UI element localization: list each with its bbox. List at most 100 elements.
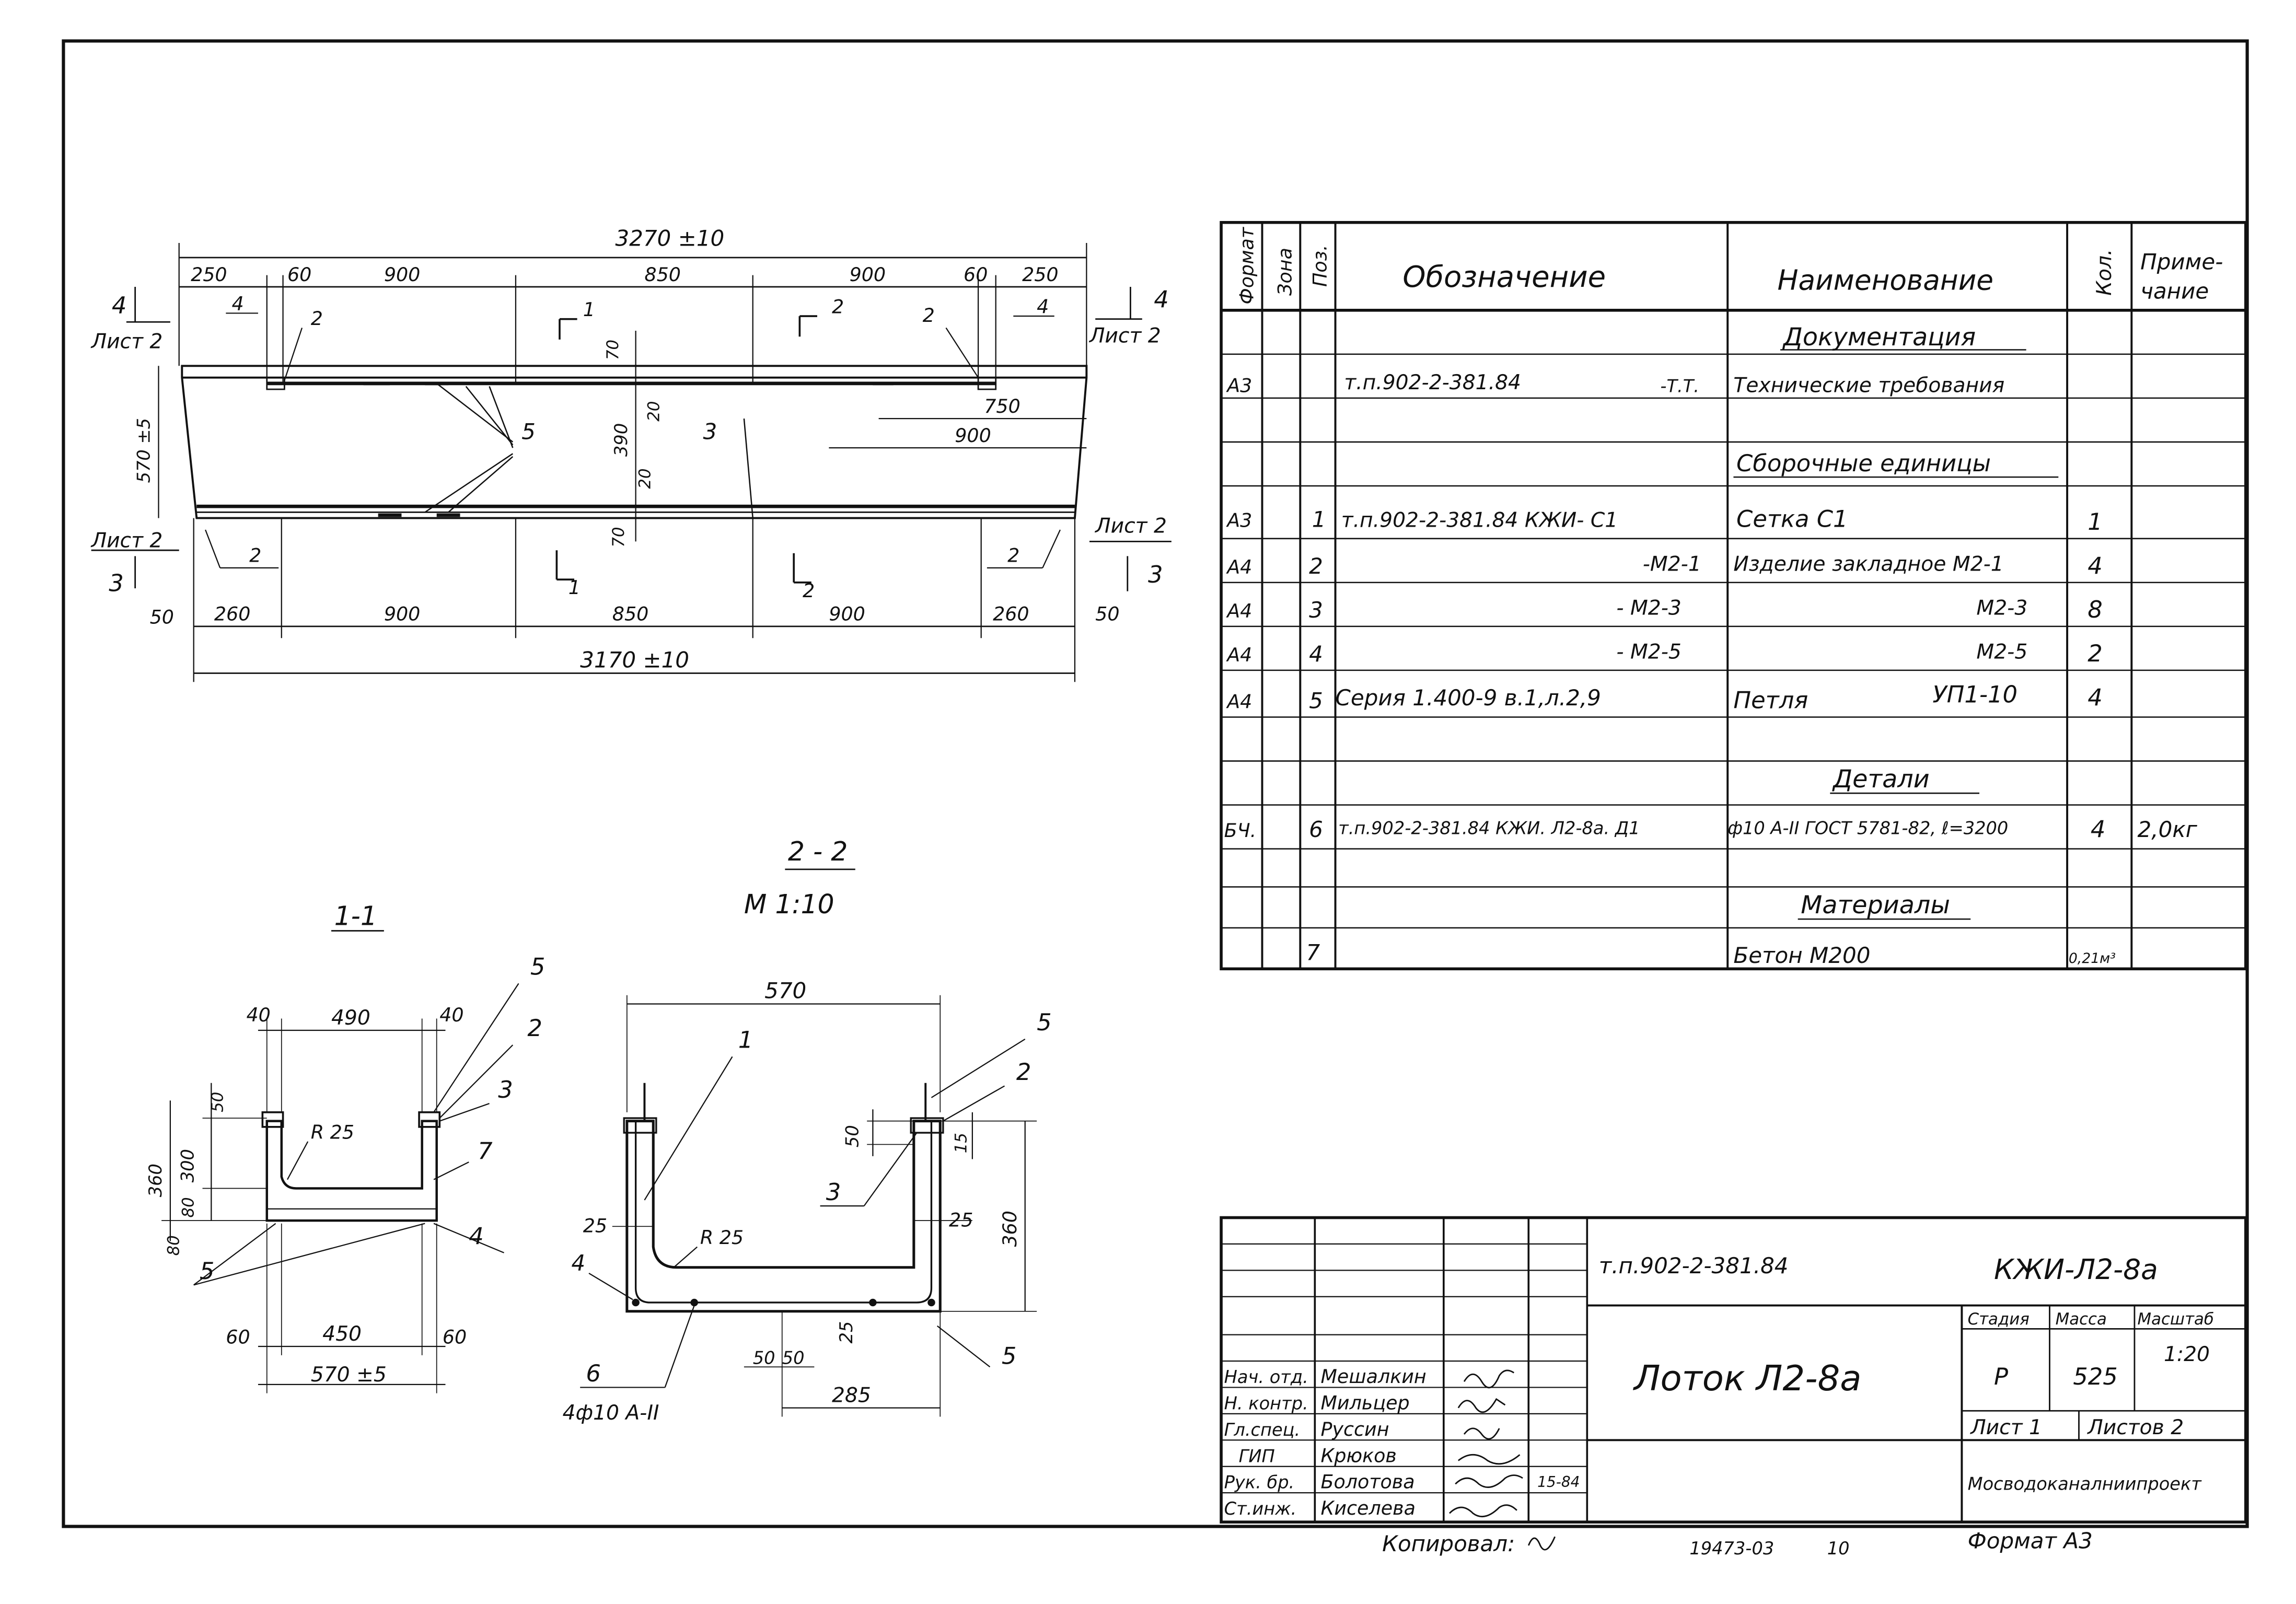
cut-2-top: 2 [832, 295, 844, 318]
sheet-ref-left-bottom: Лист 2 [90, 529, 163, 553]
section-details: Детали [1832, 765, 1930, 794]
row-6-designation: т.п.902-2-381.84 КЖИ. Л2-8а. Д1 [1338, 818, 1640, 839]
tb-mark: КЖИ-Л2-8а [1994, 1253, 2158, 1286]
dim-top-seg-5: 900 [850, 263, 886, 286]
section-materials: Материалы [1801, 891, 1950, 920]
tb-date-mark: 15-84 [1537, 1473, 1580, 1491]
leader-pos-2-left: 2 [311, 307, 323, 330]
s22-leader-4: 4 [571, 1250, 585, 1275]
dim-end-50-right: 50 [1095, 603, 1119, 625]
row-3-qty: 8 [2088, 596, 2103, 623]
s11-dim-40b: 40 [439, 1004, 463, 1026]
row-2-pos: 2 [1309, 553, 1323, 579]
row-2-designation: -М2-1 [1643, 552, 1701, 576]
dim-70-top: 70 [604, 340, 622, 360]
s22-leader-1: 1 [738, 1026, 753, 1054]
s22-leader-5b: 5 [1002, 1342, 1017, 1370]
row-1-pos: 1 [1312, 506, 1326, 532]
header-name: Наименование [1777, 264, 1993, 297]
s11-leader-7: 7 [478, 1137, 493, 1165]
tb-name-2: Мильцер [1321, 1391, 1410, 1414]
tb-role-5: Рук. бр. [1224, 1472, 1295, 1493]
tb-name-4: Крюков [1321, 1444, 1397, 1467]
s22-leader-3: 3 [826, 1178, 841, 1206]
leader-pos-4-left: 4 [232, 293, 244, 315]
leader-pos-3-plan: 3 [703, 419, 717, 444]
dim-390: 390 [611, 423, 631, 457]
section-2-2-title: 2 - 2 [788, 836, 848, 867]
dim-top-seg-1: 250 [191, 263, 227, 286]
row-4-designation: - М2-5 [1616, 640, 1681, 664]
dim-bottom-seg-1: 260 [214, 603, 251, 625]
plan-view: 3270 ±10 250 60 900 850 900 60 250 [90, 226, 1172, 682]
s22-dim-50a: 50 [753, 1348, 775, 1368]
leader-pos-2-bl: 2 [249, 544, 261, 567]
row-7-qty: 0,21м³ [2069, 950, 2116, 967]
sheet-ref-right-bottom: Лист 2 [1094, 515, 1167, 538]
s11-dim-490: 490 [331, 1006, 370, 1030]
s11-dim-80a: 80 [179, 1197, 198, 1217]
tb-scale: 1:20 [2164, 1343, 2210, 1366]
section-1-1-title: 1-1 [334, 900, 377, 931]
tb-role-4: ГИП [1239, 1446, 1275, 1466]
section-1-1-outline [265, 1120, 438, 1222]
dim-width-left: 570 ±5 [134, 418, 154, 483]
s22-dim-50b: 50 [782, 1348, 805, 1368]
s11-dim-50: 50 [208, 1092, 227, 1112]
dim-20-top: 20 [644, 401, 663, 422]
tb-role-3: Гл.спец. [1224, 1420, 1301, 1440]
row-4-pos: 4 [1309, 641, 1323, 667]
s11-leader-3: 3 [498, 1076, 513, 1103]
row-1-name: Сетка С1 [1736, 505, 1848, 532]
s22-dim-25a: 25 [583, 1215, 607, 1237]
spec-table: Формат Зона Поз. Обозначение Наименовани… [1220, 220, 2247, 971]
s11-dim-360: 360 [145, 1164, 166, 1197]
tb-sheet: Лист 1 [1969, 1416, 2042, 1439]
s11-dim-60b: 60 [443, 1326, 467, 1348]
header-zone: Зона [1274, 248, 1296, 296]
section-documentation: Документация [1782, 323, 1976, 352]
header-designation: Обозначение [1402, 260, 1606, 294]
s11-leader-5a: 5 [530, 953, 546, 981]
leader-pos-2-mid: 2 [923, 304, 935, 327]
tb-stage-label: Стадия [1968, 1310, 2030, 1329]
cut-2-bottom: 2 [803, 579, 815, 602]
dim-bottom-seg-2: 900 [384, 603, 421, 625]
tb-role-1: Нач. отд. [1224, 1367, 1308, 1387]
sheet-ref-left-top: Лист 2 [90, 330, 163, 354]
s22-leader-6-rebar: 4ф10 А-II [563, 1401, 659, 1425]
s22-dim-285: 285 [832, 1384, 871, 1407]
cut-1-top: 1 [583, 298, 595, 321]
dim-top-seg-4: 850 [644, 263, 681, 286]
header-pos: Поз. [1309, 245, 1331, 287]
header-note-line2: чание [2140, 278, 2209, 304]
section-2-2: 2 - 2 М 1:10 570 50 15 360 25 [563, 836, 1052, 1425]
dim-20-bottom: 20 [636, 468, 655, 489]
row-5-name: Петля [1733, 687, 1808, 714]
footer-copied: Копировал: [1382, 1531, 1515, 1556]
footer-page: 10 [1827, 1538, 1850, 1559]
row-tt-name: Технические требования [1733, 374, 2004, 398]
plan-outline [181, 365, 1088, 519]
footer-format: Формат А3 [1968, 1528, 2093, 1554]
row-5-designation: Серия 1.400-9 в.1,л.2,9 [1336, 685, 1601, 711]
row-3-name: М2-3 [1976, 596, 2027, 620]
copied-signature [1527, 1536, 1556, 1551]
row-2-name: Изделие закладное М2-1 [1733, 552, 2003, 576]
dim-70-bottom: 70 [609, 527, 628, 547]
section-2-2-scale: М 1:10 [744, 889, 834, 920]
dim-end-50-left: 50 [150, 606, 174, 628]
row-3-designation: - М2-3 [1616, 596, 1681, 620]
dim-top-seg-3: 900 [384, 263, 421, 286]
row-tt-suffix: -Т.Т. [1660, 376, 1699, 397]
row-6-pos: 6 [1309, 817, 1323, 842]
row-3-format: А4 [1226, 600, 1252, 622]
dim-bottom-seg-3: 850 [612, 603, 649, 625]
row-4-name: М2-5 [1976, 640, 2027, 664]
tb-name-3: Руссин [1321, 1418, 1389, 1440]
header-note-line1: Приме- [2140, 249, 2223, 274]
tb-stage: Р [1994, 1363, 2008, 1390]
tb-sheets: Листов 2 [2086, 1416, 2184, 1439]
row-6-note: 2,0кг [2138, 817, 2198, 842]
row-6-name: ф10 А-II ГОСТ 5781-82, ℓ=3200 [1727, 818, 2008, 839]
